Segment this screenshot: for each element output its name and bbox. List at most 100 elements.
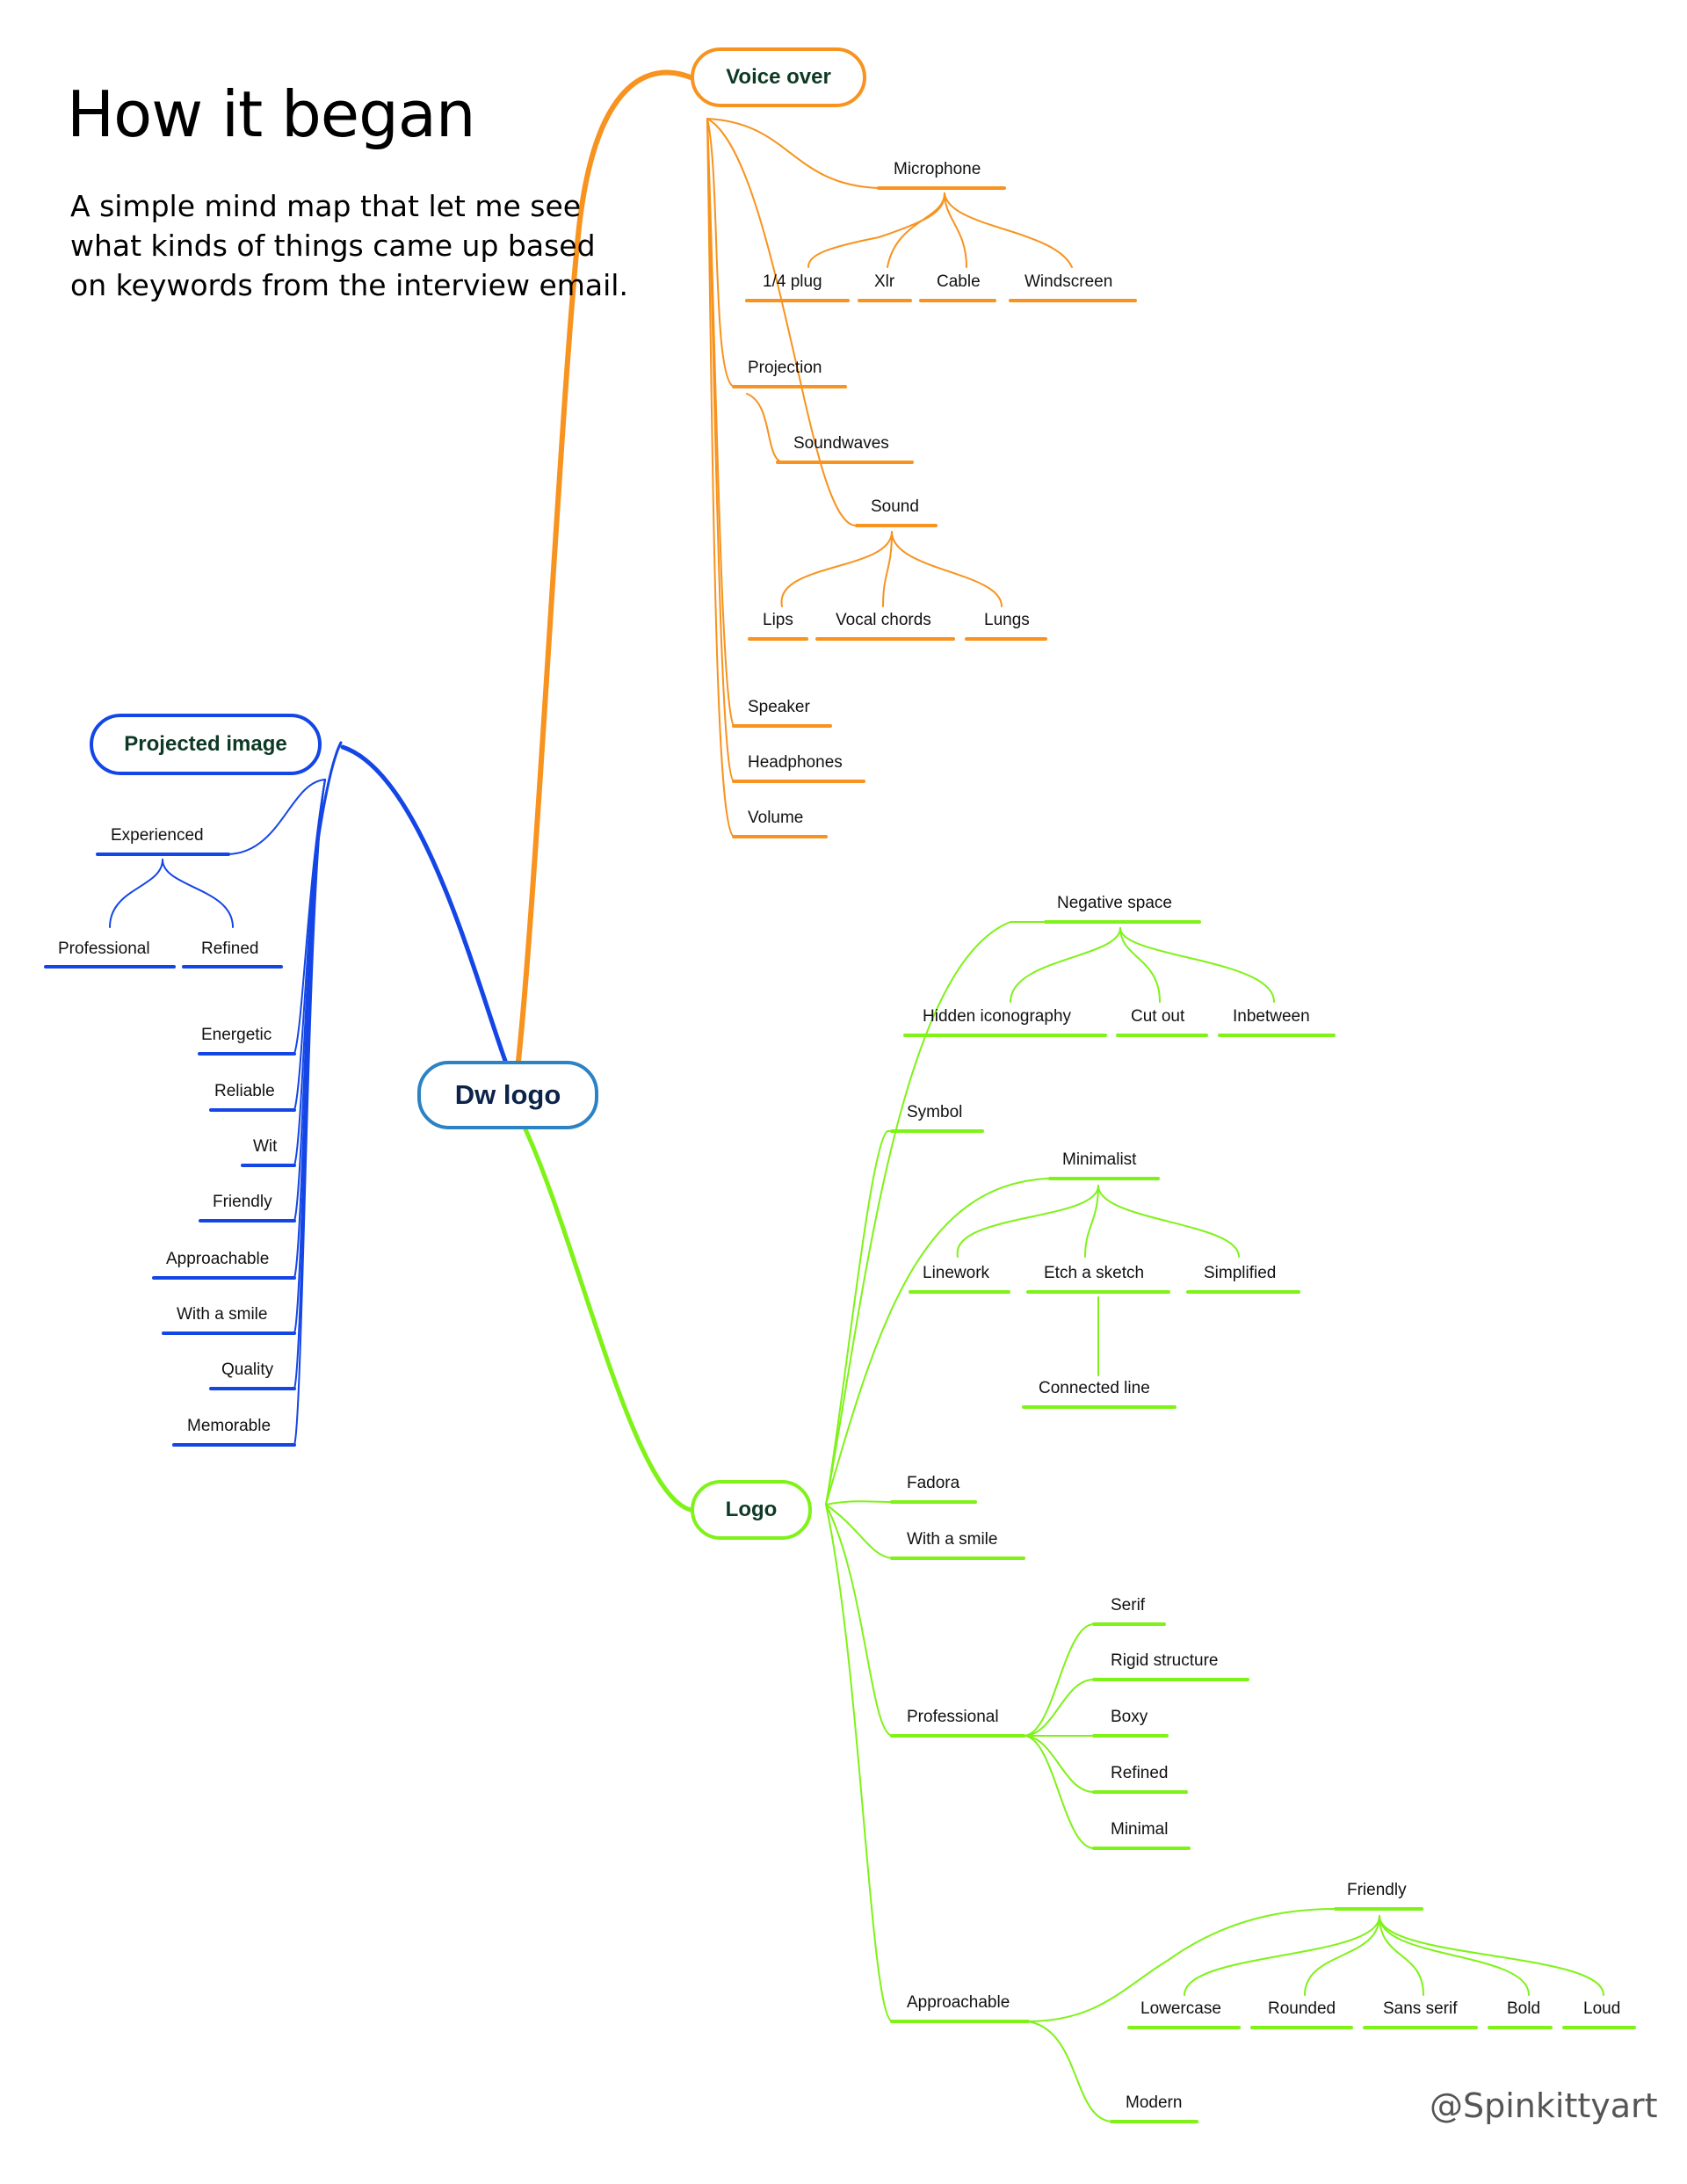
branch-lungs: [891, 531, 1003, 607]
topic-sound[interactable]: Sound: [871, 497, 919, 516]
branch-etch-a-sketch: [1084, 1185, 1099, 1258]
topic-logo-refined[interactable]: Refined: [1111, 1764, 1169, 1782]
branch-lips: [780, 531, 893, 607]
topic-logo-with-a-smile[interactable]: With a smile: [907, 1530, 998, 1549]
topic-approachable[interactable]: Approachable: [166, 1250, 270, 1268]
topic-lips[interactable]: Lips: [763, 611, 793, 629]
subtitle-line: A simple mind map that let me see: [70, 189, 582, 223]
branch-refined: [162, 859, 234, 928]
topic-windscreen[interactable]: Windscreen: [1025, 272, 1113, 291]
branch-microphone: [706, 118, 894, 189]
topic-speaker[interactable]: Speaker: [748, 698, 810, 716]
topic-energetic[interactable]: Energetic: [201, 1026, 272, 1044]
branch-professional-item: [1023, 1679, 1095, 1737]
topic-sans-serif[interactable]: Sans serif: [1383, 1999, 1458, 2018]
page-subtitle: A simple mind map that let me see what k…: [70, 186, 628, 305]
topic-soundwaves[interactable]: Soundwaves: [793, 434, 889, 453]
topic-connected-line[interactable]: Connected line: [1039, 1379, 1150, 1397]
branch-linework: [956, 1185, 1099, 1258]
topic-projection[interactable]: Projection: [748, 359, 822, 377]
author-handle: @Spinkittyart: [1430, 2086, 1658, 2125]
branch-xlr: [887, 192, 945, 268]
topic-simplified[interactable]: Simplified: [1204, 1264, 1277, 1282]
topic-cut-out[interactable]: Cut out: [1131, 1007, 1185, 1026]
branch-logo-friendly: [1027, 1908, 1336, 2022]
topic-volume[interactable]: Volume: [748, 809, 804, 827]
topic-reliable[interactable]: Reliable: [214, 1082, 275, 1100]
topic-vocal-chords[interactable]: Vocal chords: [836, 611, 931, 629]
topic-linework[interactable]: Linework: [923, 1264, 990, 1282]
topic-rounded[interactable]: Rounded: [1268, 1999, 1336, 2018]
branch-friendly-item: [1379, 1915, 1530, 1996]
branch-friendly-item: [1304, 1915, 1380, 1996]
branch-projected-trunk: [315, 741, 343, 854]
branch-cut-out: [1119, 927, 1161, 1003]
topic-with-a-smile[interactable]: With a smile: [177, 1305, 268, 1324]
branch-hidden-iconography: [1010, 927, 1121, 1003]
topic-etch-a-sketch[interactable]: Etch a sketch: [1044, 1264, 1145, 1282]
branch-friendly-item: [1379, 1915, 1604, 1996]
branch-inbetween: [1119, 927, 1275, 1003]
subtitle-line: on keywords from the interview email.: [70, 268, 628, 302]
trunk-logo: [523, 1127, 693, 1513]
root-node[interactable]: Dw logo: [417, 1061, 598, 1129]
topic-professional[interactable]: Professional: [58, 940, 150, 958]
branch-windscreen: [944, 192, 1073, 268]
branch-logo-professional: [825, 1504, 893, 1737]
branch-cable: [944, 192, 967, 268]
branch-professional-item: [1023, 1735, 1095, 1793]
topic-serif[interactable]: Serif: [1111, 1596, 1146, 1614]
branch-simplified: [1097, 1185, 1240, 1258]
topic-quarter-plug[interactable]: 1/4 plug: [763, 272, 822, 291]
topic-rigid-structure[interactable]: Rigid structure: [1111, 1651, 1219, 1670]
topic-logo-professional[interactable]: Professional: [907, 1708, 999, 1726]
topic-loud[interactable]: Loud: [1583, 1999, 1621, 2018]
branch-sound: [706, 118, 858, 527]
topic-headphones[interactable]: Headphones: [748, 753, 843, 772]
topic-cable[interactable]: Cable: [937, 272, 981, 291]
topic-memorable[interactable]: Memorable: [187, 1417, 272, 1435]
branch-negative-space: [825, 921, 1058, 1506]
branch-professional-item: [1023, 1623, 1095, 1737]
topic-friendly[interactable]: Friendly: [213, 1193, 272, 1211]
topic-logo-approachable[interactable]: Approachable: [907, 1993, 1010, 2012]
topic-modern[interactable]: Modern: [1126, 2093, 1183, 2112]
branch-friendly-item: [1184, 1915, 1380, 1996]
topic-xlr[interactable]: Xlr: [874, 272, 895, 291]
topic-bold[interactable]: Bold: [1507, 1999, 1541, 2018]
topic-fadora[interactable]: Fadora: [907, 1474, 960, 1492]
branch-professional: [109, 859, 163, 928]
topic-lungs[interactable]: Lungs: [984, 611, 1030, 629]
branch-friendly-item: [1379, 1915, 1424, 1996]
branch-fadora: [825, 1500, 893, 1506]
topic-boxy[interactable]: Boxy: [1111, 1708, 1148, 1726]
branch-minimalist: [825, 1178, 1063, 1506]
branch-vocal-chords: [882, 531, 893, 607]
branch-logo-approachable: [825, 1504, 893, 2022]
branch-modern: [1027, 2021, 1112, 2122]
branch-volume: [706, 118, 735, 838]
projected-image-node[interactable]: Projected image: [90, 714, 322, 775]
topic-symbol[interactable]: Symbol: [907, 1103, 963, 1121]
topic-experienced[interactable]: Experienced: [111, 826, 204, 845]
topic-quality[interactable]: Quality: [221, 1360, 274, 1379]
topic-refined[interactable]: Refined: [201, 940, 259, 958]
topic-negative-space[interactable]: Negative space: [1057, 894, 1172, 912]
subtitle-line: what kinds of things came up based: [70, 229, 596, 263]
branch-projection: [706, 118, 735, 388]
topic-wit[interactable]: Wit: [253, 1137, 278, 1156]
branch-headphones: [706, 118, 735, 782]
logo-node[interactable]: Logo: [691, 1480, 812, 1540]
topic-minimalist[interactable]: Minimalist: [1062, 1150, 1137, 1169]
page-title: How it began: [67, 77, 476, 151]
topic-logo-friendly[interactable]: Friendly: [1347, 1881, 1407, 1899]
voice-over-node[interactable]: Voice over: [691, 47, 866, 107]
topic-minimal[interactable]: Minimal: [1111, 1820, 1169, 1839]
topic-inbetween[interactable]: Inbetween: [1233, 1007, 1310, 1026]
topic-lowercase[interactable]: Lowercase: [1140, 1999, 1221, 2018]
branch-logo-with-a-smile: [825, 1504, 893, 1559]
topic-hidden-iconography[interactable]: Hidden iconography: [923, 1007, 1072, 1026]
topic-microphone[interactable]: Microphone: [894, 160, 981, 178]
